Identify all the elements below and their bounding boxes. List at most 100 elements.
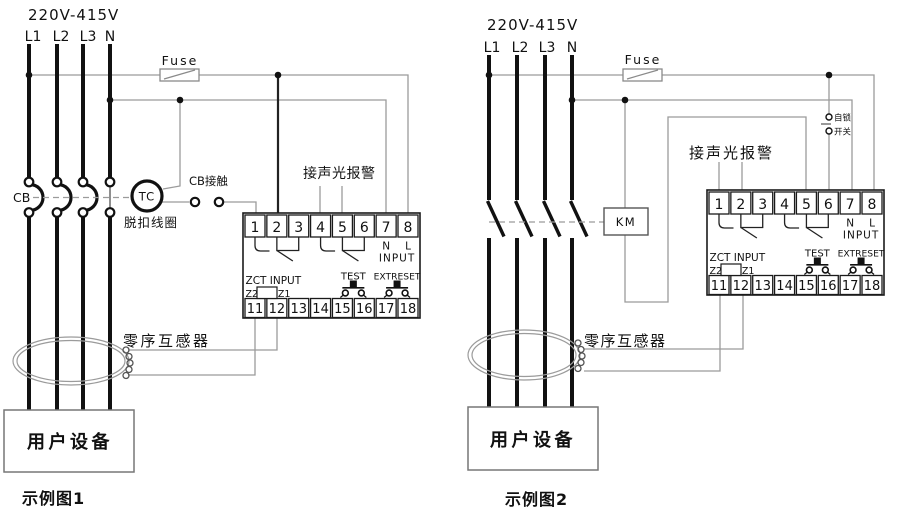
junction-dot [825,71,833,79]
terminal-number: 3 [758,197,767,213]
terminal-cell-row1 [375,214,397,238]
terminal-cell-row2 [817,274,839,296]
breaker-contact-circles [23,176,116,218]
terminal-cell-row2 [353,297,375,319]
relay-contact-blade [276,249,294,262]
wire-zct-to-t11 [584,295,721,372]
diagram2-caption: 示例图2 [505,490,568,509]
junction-dot [176,96,184,104]
zct-ring [467,329,586,381]
phase-label-l2: L2 [53,29,70,45]
terminal-number: 11 [711,279,728,294]
fuse-symbol [159,68,200,82]
wire-n-to-t7 [572,99,853,192]
test-button-ticks [339,294,367,298]
wire-fuse-to-t8 [662,74,875,192]
terminal-cell-row2 [309,297,332,319]
test-label: TEST [340,272,367,283]
phase-label-l3: L3 [539,40,556,56]
cb-aux-contact [189,196,225,208]
terminal-cell-row2 [839,274,861,296]
zct-label: 零序互感器 [123,332,211,350]
fuse-symbol [622,68,663,82]
alarm-label: 接声光报警 [303,165,376,182]
test-button-stem [349,280,357,288]
terminal-cell-row2 [795,274,818,296]
terminal-number: 7 [382,220,391,236]
fuse-label: Fuse [162,53,199,68]
diagram-1: Fuse TC 220V-415V L1 L2 L3 N C [3,6,421,508]
trip-coil-circle [130,179,164,213]
extreset-button-ticks [383,294,411,298]
test-button-contact [341,289,350,297]
cb-contact-label: CB接触 [189,174,228,188]
fuse-label: Fuse [625,52,662,67]
wire-alarm-stubs [319,186,343,215]
terminal-cell-row1 [839,191,861,215]
wire-zct-to-t11 [128,318,256,376]
wire-zct-to-t12 [128,318,278,351]
terminal-number: 6 [360,220,369,236]
extreset-label: EXTRESET [838,249,885,260]
terminal-number: 5 [338,220,347,236]
line-terminal-label: L [405,241,411,253]
relay-contact-blade [806,226,823,239]
power-lines [485,55,589,407]
z1-label: Z1 [278,289,291,300]
terminal-number: 8 [404,220,413,236]
user-equipment-box [3,409,135,473]
terminal-cell-row2 [331,297,354,319]
terminal-number: 16 [356,302,373,317]
phase-label-l1: L1 [484,40,501,56]
terminal-number: 7 [846,197,855,213]
relay-contact-stub [783,214,800,229]
diagram-2: Fuse KM 自锁 开关 220V-415V L1 L2 L3 N 接声光报警… [467,16,885,509]
junction-dot [274,71,282,79]
junction-dot [621,96,629,104]
user-equipment-label: 用户设备 [27,431,113,453]
contactor-label: KM [616,215,636,229]
selflock-switch [821,113,833,135]
voltage-label: 220V-415V [487,16,578,34]
terminal-number: 13 [290,302,307,317]
wire-fuse-to-t8 [199,74,409,215]
extreset-button-contact [865,266,873,274]
extreset-button-contact [401,289,409,297]
phase-label-n: N [105,29,115,45]
terminal-cell-row1 [397,214,419,238]
relay-contact-stub [254,237,270,252]
extreset-button-contact [849,266,857,274]
terminal-cell-row2 [397,297,419,319]
extreset-button-stem [393,280,401,288]
contactor-blades [485,200,589,238]
test-label: TEST [804,249,831,260]
extreset-button-stem [857,257,865,265]
z2-label: Z2 [246,289,259,300]
zct-input-label: ZCT INPUT [710,252,766,264]
wire-n-to-tc [162,100,181,190]
extreset-button-contact [385,289,393,297]
contactor-box [603,207,649,236]
neutral-terminal-label: N [382,241,390,253]
terminal-number: 14 [776,279,793,294]
wire-n-to-t7 [110,99,387,215]
relay-contact-bracket [341,237,365,252]
terminal-number: 13 [754,279,771,294]
terminal-cell-row2 [773,274,796,296]
test-button-contact [821,266,830,274]
terminal-number: 3 [294,220,303,236]
terminal-number: 17 [842,279,859,294]
z2-label: Z2 [710,266,723,277]
terminal-number: 6 [824,197,833,213]
test-button-contact [805,266,814,274]
phase-label-l2: L2 [512,40,529,56]
relay-contact-bracket [276,237,300,252]
terminal-number: 15 [334,302,351,317]
wire-km-loop-to-t5 [624,116,807,303]
extreset-label: EXTRESET [374,272,421,283]
terminal-number: 16 [820,279,837,294]
wire-alarm-stubs [718,162,743,192]
